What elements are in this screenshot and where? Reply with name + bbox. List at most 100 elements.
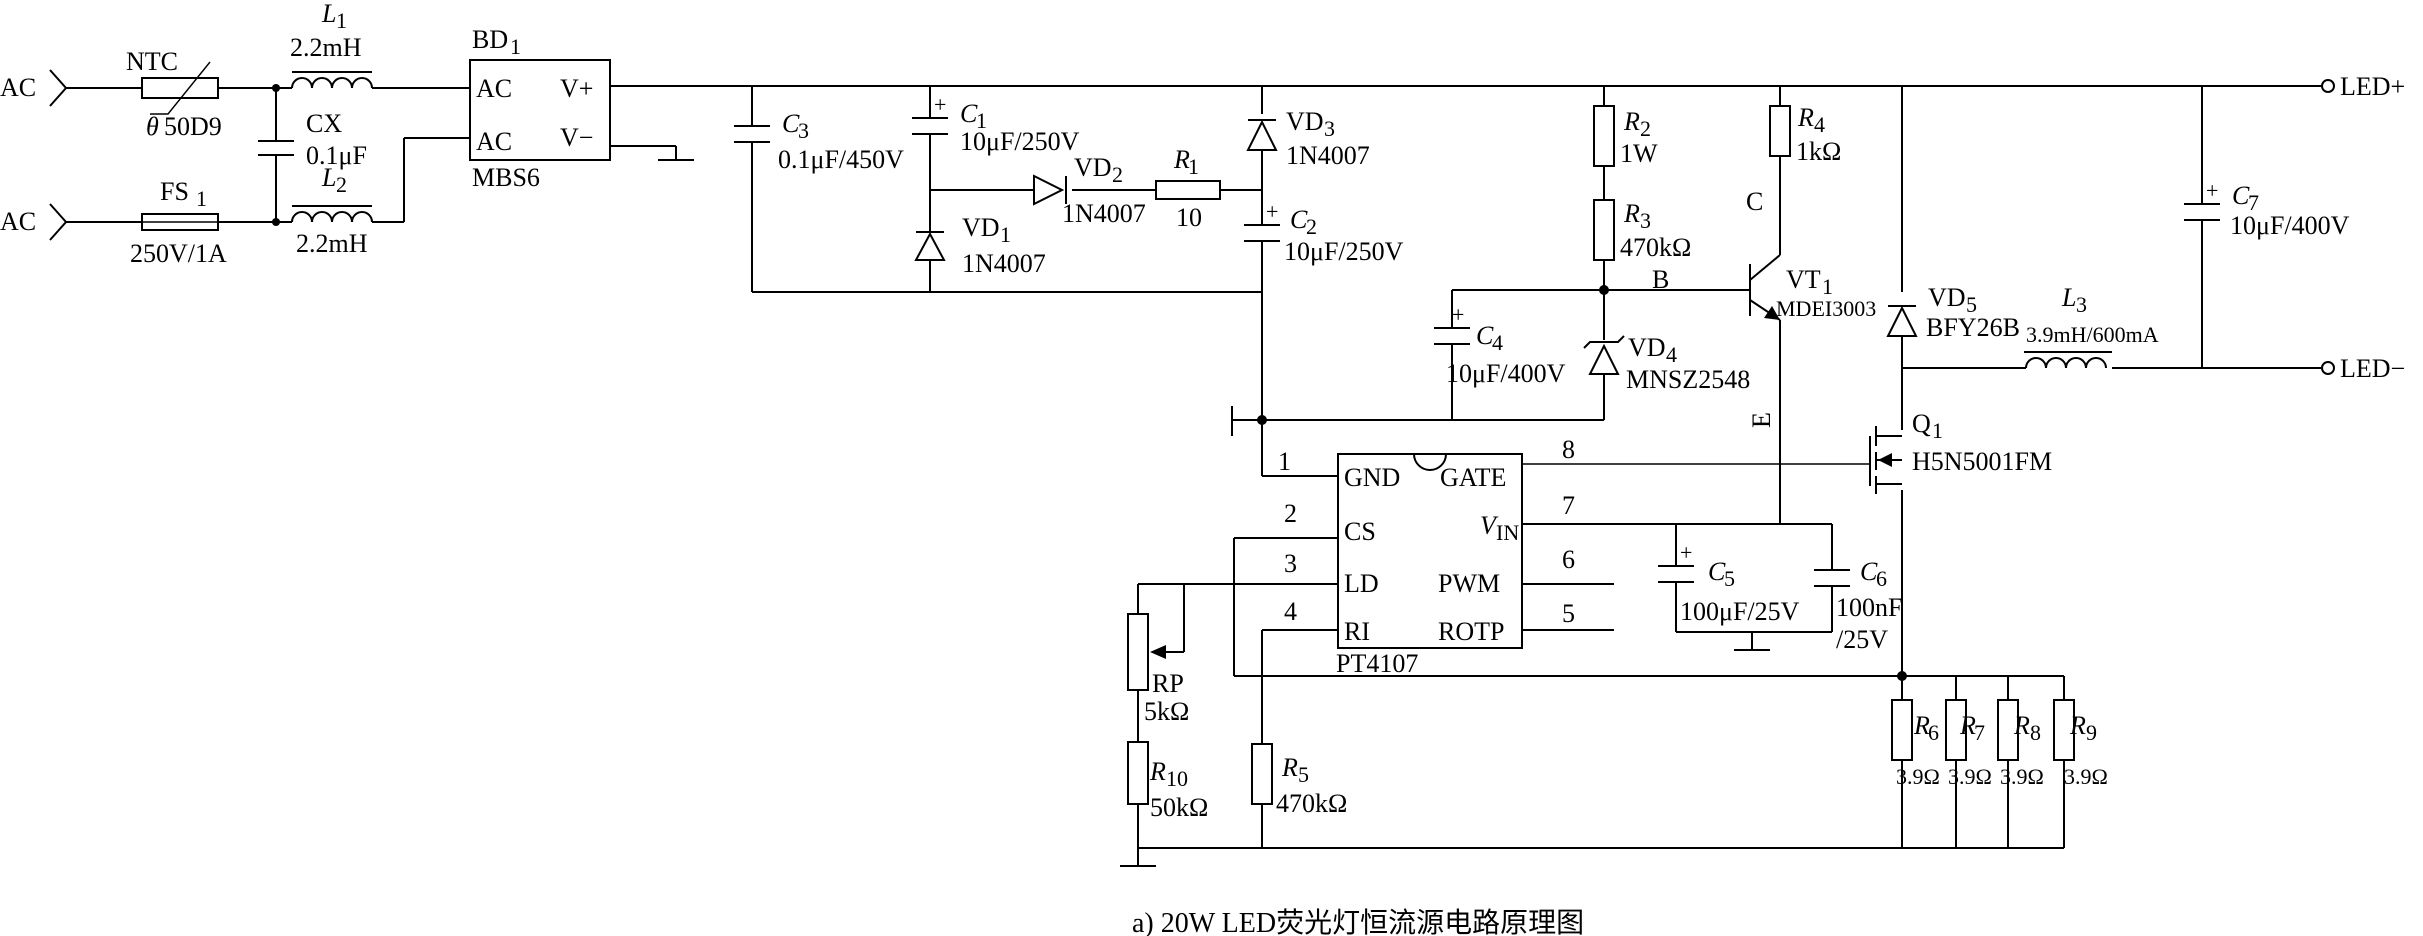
ic-pin-num-2: 2 xyxy=(1284,499,1297,528)
r2-value: 1W xyxy=(1620,139,1658,168)
ac-top-label: AC xyxy=(0,73,36,102)
led-plus-label: LED+ xyxy=(2340,72,2405,101)
ic-pin-num-6: 6 xyxy=(1562,545,1575,574)
svg-text:10: 10 xyxy=(1166,766,1188,791)
svg-text:8: 8 xyxy=(2030,720,2041,745)
svg-text:1: 1 xyxy=(1188,154,1199,179)
svg-text:VT: VT xyxy=(1786,265,1821,294)
vd1-part: 1N4007 xyxy=(962,249,1046,278)
resistor-r3: R 3 470kΩ xyxy=(1593,199,1691,262)
led-minus-label: LED− xyxy=(2340,354,2405,383)
capacitor-cx: CX 0.1μF xyxy=(258,109,367,170)
svg-text:4: 4 xyxy=(1814,112,1825,137)
svg-text:R: R xyxy=(2013,711,2030,740)
ic-pin-gnd: GND xyxy=(1344,463,1400,492)
r1-value: 10 xyxy=(1176,203,1202,232)
ac-input-bottom: AC xyxy=(0,203,68,241)
svg-text:1: 1 xyxy=(336,8,347,33)
svg-text:AC: AC xyxy=(476,74,512,103)
resistor-r10: R 10 50kΩ xyxy=(1127,741,1208,822)
svg-text:6: 6 xyxy=(1928,720,1939,745)
svg-text:FS: FS xyxy=(160,177,189,206)
inductor-l2: L 2 2.2mH xyxy=(291,163,373,258)
capacitor-c2: + C 2 10μF/250V xyxy=(1244,199,1404,266)
r9-value: 3.9Ω xyxy=(2064,764,2108,789)
svg-text:L: L xyxy=(321,0,336,28)
zener-vd4: VD 4 MNSZ2548 xyxy=(1583,333,1750,394)
svg-text:7: 7 xyxy=(2248,190,2259,215)
ic-pin-pwm: PWM xyxy=(1438,569,1500,598)
svg-text:R: R xyxy=(1281,753,1298,782)
c5-value: 100μF/25V xyxy=(1680,597,1800,626)
vd5-part: BFY26B xyxy=(1926,313,2020,342)
c1-value: 10μF/250V xyxy=(960,127,1080,156)
svg-text:VD: VD xyxy=(1628,333,1666,362)
svg-text:R: R xyxy=(2069,711,2086,740)
svg-text:2: 2 xyxy=(1640,116,1651,141)
capacitor-c6: C 6 100nF /25V xyxy=(1814,557,1902,654)
capacitor-c4: + C 4 10μF/400V xyxy=(1434,302,1566,388)
svg-text:Q: Q xyxy=(1912,409,1931,438)
ic-pin-gate: GATE xyxy=(1440,463,1506,492)
led-minus-terminal: LED− xyxy=(2321,354,2405,383)
svg-text:1: 1 xyxy=(510,34,521,59)
ic-pin-vin: V xyxy=(1480,511,1499,540)
resistor-r8: R 8 3.9Ω xyxy=(1997,699,2044,789)
svg-text:1: 1 xyxy=(196,186,207,211)
l1-value: 2.2mH xyxy=(290,33,362,62)
svg-text:1: 1 xyxy=(1000,222,1011,247)
svg-text:R: R xyxy=(1959,711,1976,740)
ac-bottom-label: AC xyxy=(0,207,36,236)
capacitor-c7: + C 7 10μF/400V xyxy=(2184,178,2350,240)
ic-pin-ri: RI xyxy=(1344,617,1370,646)
svg-text:C: C xyxy=(1708,557,1726,586)
svg-text:R: R xyxy=(1149,757,1166,786)
svg-text:+: + xyxy=(1680,540,1692,565)
svg-text:C: C xyxy=(782,109,800,138)
bridge-rectifier-bd1: BD 1 AC AC V+ V− MBS6 xyxy=(469,25,611,192)
svg-text:3: 3 xyxy=(1640,208,1651,233)
svg-text:R: R xyxy=(1797,103,1814,132)
r4-value: 1kΩ xyxy=(1796,137,1841,166)
svg-text:VD: VD xyxy=(962,213,1000,242)
capacitor-c3: C 3 0.1μF/450V xyxy=(734,109,904,174)
inductor-l3: L 3 3.9mH/600mA xyxy=(2024,283,2159,369)
svg-text:1: 1 xyxy=(976,108,987,133)
potentiometer-rp: RP 5kΩ xyxy=(1127,613,1189,726)
mosfet-q1: Q 1 H5N5001FM xyxy=(1869,409,2052,494)
r6-value: 3.9Ω xyxy=(1896,764,1940,789)
r5-value: 470kΩ xyxy=(1276,789,1347,818)
svg-text:9: 9 xyxy=(2086,720,2097,745)
resistor-r7: R 7 3.9Ω xyxy=(1945,699,1992,789)
ic-pin-num-4: 4 xyxy=(1284,597,1297,626)
svg-text:5: 5 xyxy=(1966,292,1977,317)
ic-pin-rotp: ROTP xyxy=(1438,617,1504,646)
svg-text:3: 3 xyxy=(1324,116,1335,141)
svg-text:R: R xyxy=(1623,199,1640,228)
wires xyxy=(66,85,2322,866)
svg-text:2: 2 xyxy=(1306,214,1317,239)
figure-caption: a) 20W LED荧光灯恒流源电路原理图 xyxy=(1132,907,1584,936)
svg-text:R: R xyxy=(1913,711,1930,740)
svg-text:R: R xyxy=(1623,107,1640,136)
diode-vd5: VD 5 BFY26B xyxy=(1886,283,2020,342)
c2-value: 10μF/250V xyxy=(1284,237,1404,266)
svg-text:1: 1 xyxy=(1822,274,1833,299)
c6-value: 100nF xyxy=(1836,593,1902,622)
svg-text:6: 6 xyxy=(1876,566,1887,591)
fs1-value: 250V/1A xyxy=(130,239,227,268)
svg-text:C: C xyxy=(2232,181,2250,210)
svg-text:C: C xyxy=(1290,205,1308,234)
svg-text:4: 4 xyxy=(1666,342,1677,367)
svg-text:BD: BD xyxy=(472,25,508,54)
svg-text:L: L xyxy=(2061,283,2076,312)
svg-text:VD: VD xyxy=(1928,283,1966,312)
svg-text:+: + xyxy=(1266,199,1278,224)
r7-value: 3.9Ω xyxy=(1948,764,1992,789)
diode-vd2: VD 2 1N4007 xyxy=(1033,153,1146,228)
ic-pin-cs: CS xyxy=(1344,517,1376,546)
svg-text:IN: IN xyxy=(1496,520,1519,545)
vd3-part: 1N4007 xyxy=(1286,141,1370,170)
ic-pin-num-8: 8 xyxy=(1562,435,1575,464)
svg-text:V+: V+ xyxy=(560,74,593,103)
